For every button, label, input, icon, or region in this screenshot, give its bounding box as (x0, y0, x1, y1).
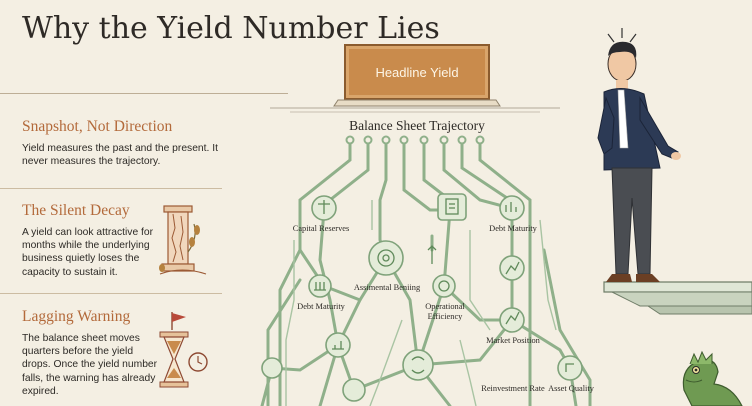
section-heading: Snapshot, Not Direction (22, 118, 173, 135)
document-node (437, 193, 467, 221)
node-label-operational-efficiency: Operational Efficiency (425, 302, 465, 321)
section-lagging-warning: Lagging Warning The balance sheet moves … (22, 308, 162, 398)
headline-yield-box: Headline Yield (344, 44, 490, 100)
lower-node (342, 378, 366, 402)
node-label-capital-reserves: Capital Reserves (292, 224, 350, 233)
hourglass-icon (159, 312, 208, 388)
title-divider (0, 93, 288, 94)
section-snapshot: Snapshot, Not Direction Yield measures t… (22, 118, 232, 168)
node-label-debt-maturity-left: Debt Maturity (297, 302, 345, 311)
person-illustration (597, 28, 681, 282)
circuit-thin-traces (285, 200, 557, 406)
asset-quality-node (557, 355, 583, 381)
node-label-market-position: Market Position (486, 336, 540, 345)
section-body: Yield measures the past and the present.… (22, 143, 218, 168)
title-text: Why the Yield Number Lies (22, 11, 440, 46)
section-body: A yield can look attractive for months w… (22, 227, 154, 278)
reinvestment-loop-node (402, 349, 434, 381)
section-heading: The Silent Decay (22, 202, 130, 219)
section-heading: Lagging Warning (22, 308, 131, 325)
assimental-beniing-node (368, 240, 404, 276)
node-label-debt-maturity-right: Debt Maturity (489, 224, 537, 233)
pillar-icon (159, 205, 207, 275)
operational-efficiency-node (432, 274, 456, 298)
debt-maturity-right-node (499, 195, 525, 221)
node-label-assimental-beniing: Assimental Beniing (353, 283, 421, 292)
section-divider (0, 293, 222, 294)
section-body: The balance sheet moves quarters before … (22, 333, 158, 397)
page-title: Why the Yield Number Lies (22, 12, 440, 45)
node-label-asset-quality: Asset Quality (548, 384, 594, 393)
cashflow-node (325, 332, 351, 358)
lizard-illustration (682, 350, 743, 406)
section-silent-decay: The Silent Decay A yield can look attrac… (22, 202, 162, 279)
node-glyphs (314, 198, 574, 374)
node-label-reinvestment-rate: Reinvestment Rate (481, 384, 545, 393)
section-divider (0, 188, 222, 189)
headline-yield-label: Headline Yield (375, 64, 459, 80)
left-node (261, 357, 283, 379)
diagram-title: Balance Sheet Trajectory (349, 118, 485, 133)
circuit-terminals (345, 135, 485, 145)
flag-icon (172, 313, 186, 322)
